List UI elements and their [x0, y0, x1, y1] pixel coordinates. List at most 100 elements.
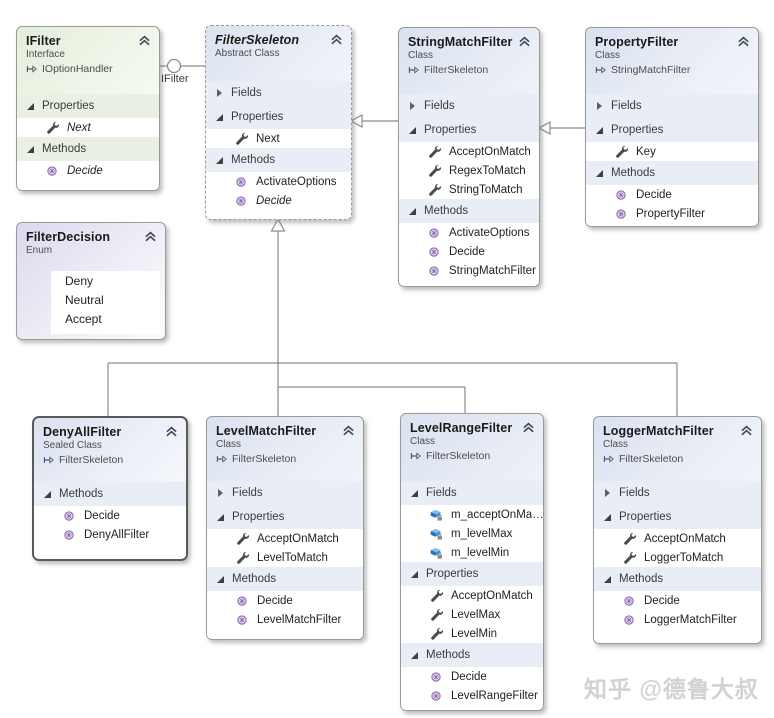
member-levelmax[interactable]: LevelMax [401, 605, 543, 624]
expander-collapsed-icon[interactable] [217, 489, 225, 497]
member-activateoptions[interactable]: ActivateOptions [206, 172, 351, 191]
section-properties[interactable]: Properties [399, 118, 539, 142]
expander-expanded-icon[interactable] [409, 207, 417, 215]
expander-collapsed-icon[interactable] [409, 102, 417, 110]
box-header[interactable]: FilterDecision Enum [17, 223, 165, 256]
section-methods[interactable]: Methods [586, 161, 758, 185]
member-levelmatchfilter[interactable]: LevelMatchFilter [207, 610, 363, 629]
expander-expanded-icon[interactable] [216, 113, 224, 121]
expander-collapsed-icon[interactable] [216, 89, 224, 97]
box-header[interactable]: LevelRangeFilter Class FilterSkeleton [401, 414, 543, 462]
member-decide[interactable]: Decide [17, 161, 159, 180]
section-fields[interactable]: Fields [586, 94, 758, 118]
member-decide[interactable]: Decide [34, 506, 186, 525]
collapse-chevron-icon[interactable] [165, 426, 178, 437]
collapse-chevron-icon[interactable] [144, 231, 157, 242]
enum-literal-deny[interactable]: Deny [51, 271, 160, 290]
expander-expanded-icon[interactable] [411, 570, 419, 578]
member-acceptonmatch[interactable]: AcceptOnMatch [594, 529, 761, 548]
section-methods[interactable]: Methods [34, 482, 186, 506]
inheritance-arrow-to-stringmatchfilter[interactable] [537, 120, 551, 136]
box-header[interactable]: IFilter Interface IOptionHandler [17, 27, 159, 75]
inheritance-arrow-up-filterskeleton[interactable] [270, 217, 286, 232]
class-box-levelrangefilter[interactable]: LevelRangeFilter Class FilterSkeleton Fi… [400, 413, 544, 711]
expander-collapsed-icon[interactable] [604, 489, 612, 497]
expander-collapsed-icon[interactable] [596, 102, 604, 110]
member-acceptonmatch[interactable]: AcceptOnMatch [207, 529, 363, 548]
collapse-chevron-icon[interactable] [342, 425, 355, 436]
section-methods[interactable]: Methods [206, 148, 351, 172]
member-key[interactable]: Key [586, 142, 758, 161]
class-box-denyallfilter[interactable]: DenyAllFilter Sealed Class FilterSkeleto… [32, 416, 188, 561]
member-next[interactable]: Next [206, 129, 351, 148]
section-properties[interactable]: Properties [17, 94, 159, 118]
expander-expanded-icon[interactable] [411, 651, 419, 659]
member-decide[interactable]: Decide [206, 191, 351, 210]
expander-expanded-icon[interactable] [44, 490, 52, 498]
class-box-stringmatchfilter[interactable]: StringMatchFilter Class FilterSkeleton F… [398, 27, 540, 287]
member-propertyfilter[interactable]: PropertyFilter [586, 204, 758, 223]
box-header[interactable]: LevelMatchFilter Class FilterSkeleton [207, 417, 363, 465]
member-next[interactable]: Next [17, 118, 159, 137]
member-denyallfilter[interactable]: DenyAllFilter [34, 525, 186, 544]
enum-literal-neutral[interactable]: Neutral [51, 290, 160, 309]
member-regextomatch[interactable]: RegexToMatch [399, 161, 539, 180]
expander-expanded-icon[interactable] [604, 513, 612, 521]
section-properties[interactable]: Properties [586, 118, 758, 142]
collapse-chevron-icon[interactable] [740, 425, 753, 436]
expander-expanded-icon[interactable] [217, 575, 225, 583]
collapse-chevron-icon[interactable] [138, 35, 151, 46]
interface-lollipop-circle[interactable] [166, 58, 182, 74]
collapse-chevron-icon[interactable] [737, 36, 750, 47]
member-loggertomatch[interactable]: LoggerToMatch [594, 548, 761, 567]
section-fields[interactable]: Fields [401, 481, 543, 505]
section-methods[interactable]: Methods [207, 567, 363, 591]
box-header[interactable]: PropertyFilter Class StringMatchFilter [586, 28, 758, 76]
member-decide[interactable]: Decide [207, 591, 363, 610]
collapse-chevron-icon[interactable] [518, 36, 531, 47]
expander-expanded-icon[interactable] [27, 145, 35, 153]
expander-expanded-icon[interactable] [596, 126, 604, 134]
member-decide[interactable]: Decide [594, 591, 761, 610]
box-header[interactable]: FilterSkeleton Abstract Class [206, 26, 351, 59]
expander-expanded-icon[interactable] [27, 102, 35, 110]
expander-expanded-icon[interactable] [409, 126, 417, 134]
member-stringtomatch[interactable]: StringToMatch [399, 180, 539, 199]
class-box-levelmatchfilter[interactable]: LevelMatchFilter Class FilterSkeleton Fi… [206, 416, 364, 640]
member-decide[interactable]: Decide [399, 242, 539, 261]
inheritance-arrow-to-filterskeleton[interactable] [349, 113, 363, 129]
section-methods[interactable]: Methods [401, 643, 543, 667]
box-header[interactable]: LoggerMatchFilter Class FilterSkeleton [594, 417, 761, 465]
member-levelrangefilter[interactable]: LevelRangeFilter [401, 686, 543, 705]
section-methods[interactable]: Methods [594, 567, 761, 591]
expander-expanded-icon[interactable] [216, 156, 224, 164]
section-methods[interactable]: Methods [399, 199, 539, 223]
member-acceptonmatch[interactable]: AcceptOnMatch [399, 142, 539, 161]
section-fields[interactable]: Fields [594, 481, 761, 505]
member-m_levelmax[interactable]: m_levelMax [401, 524, 543, 543]
expander-expanded-icon[interactable] [596, 169, 604, 177]
member-loggermatchfilter[interactable]: LoggerMatchFilter [594, 610, 761, 629]
member-levelmin[interactable]: LevelMin [401, 624, 543, 643]
section-methods[interactable]: Methods [17, 137, 159, 161]
collapse-chevron-icon[interactable] [330, 34, 343, 45]
member-m_acceptonma…[interactable]: m_acceptOnMa… [401, 505, 543, 524]
member-acceptonmatch[interactable]: AcceptOnMatch [401, 586, 543, 605]
member-leveltomatch[interactable]: LevelToMatch [207, 548, 363, 567]
expander-expanded-icon[interactable] [411, 489, 419, 497]
enum-literal-accept[interactable]: Accept [51, 309, 160, 328]
section-properties[interactable]: Properties [206, 105, 351, 129]
box-header[interactable]: DenyAllFilter Sealed Class FilterSkeleto… [34, 418, 186, 466]
section-fields[interactable]: Fields [206, 81, 351, 105]
member-activateoptions[interactable]: ActivateOptions [399, 223, 539, 242]
section-properties[interactable]: Properties [594, 505, 761, 529]
section-properties[interactable]: Properties [401, 562, 543, 586]
section-fields[interactable]: Fields [399, 94, 539, 118]
expander-expanded-icon[interactable] [604, 575, 612, 583]
class-box-propertyfilter[interactable]: PropertyFilter Class StringMatchFilter F… [585, 27, 759, 227]
section-properties[interactable]: Properties [207, 505, 363, 529]
member-stringmatchfilter[interactable]: StringMatchFilter [399, 261, 539, 280]
interface-box-ifilter[interactable]: IFilter Interface IOptionHandler Propert… [16, 26, 160, 191]
